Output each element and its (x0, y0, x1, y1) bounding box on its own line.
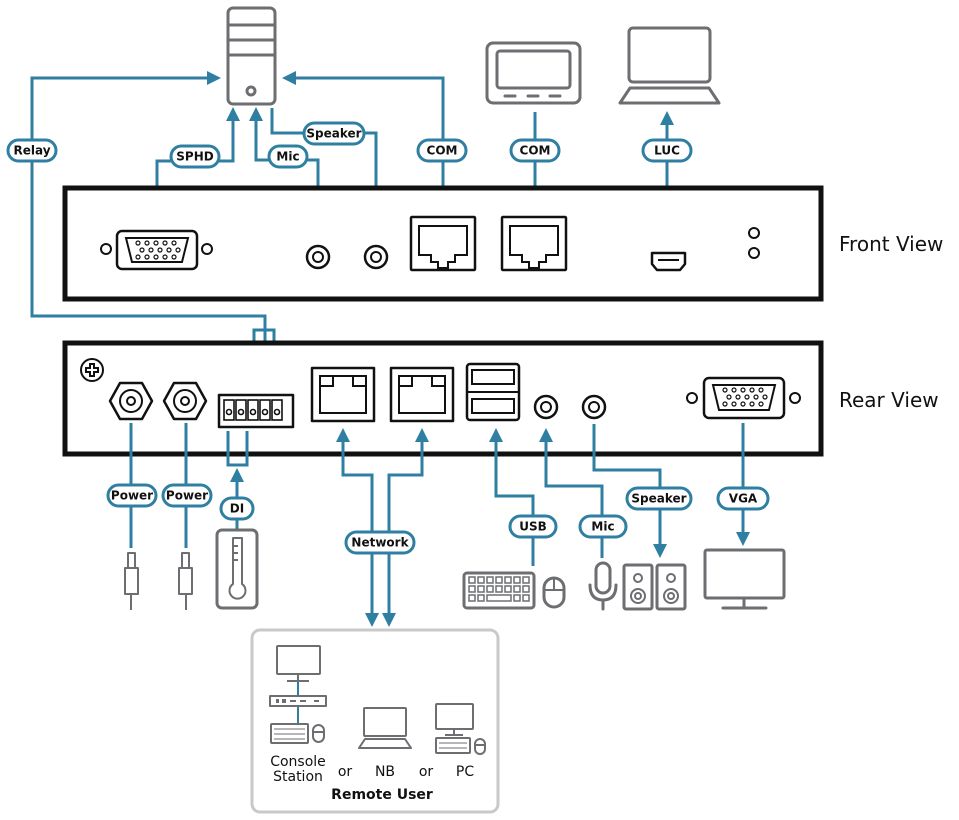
nb-label: NB (375, 764, 395, 780)
laptop-icon (618, 26, 721, 105)
or-separator-1: or (338, 764, 353, 780)
rear-mic-jack (533, 394, 559, 420)
svg-text:Mic: Mic (276, 150, 299, 164)
vga-wire (736, 423, 750, 546)
svg-text:Power: Power (166, 489, 208, 503)
front-sphd-port (100, 229, 213, 271)
svg-text:DI: DI (230, 502, 244, 516)
thermometer-icon (215, 528, 259, 610)
svg-text:USB: USB (519, 520, 547, 534)
rear-speaker-jack (581, 394, 607, 420)
relay-label: Relay (6, 138, 58, 163)
or-separator-2: or (419, 764, 434, 780)
rear-mic-label: Mic (578, 514, 628, 539)
network-label: Network (344, 530, 416, 555)
svg-text:VGA: VGA (729, 492, 758, 506)
front-luc-port (650, 251, 687, 272)
power-plug-icon (124, 552, 139, 610)
front-view-label: Front View (839, 232, 943, 256)
front-speaker-label: Speaker (302, 121, 366, 146)
monitor-icon (703, 548, 786, 610)
rear-network-port-1 (310, 366, 376, 423)
microphone-icon (588, 561, 618, 611)
svg-text:Speaker: Speaker (631, 492, 686, 506)
com-pc-wire (282, 71, 445, 208)
power-port-2 (162, 381, 208, 421)
serial-device-icon (485, 41, 582, 105)
luc-label: LUC (641, 138, 693, 163)
remote-user-title: Remote User (331, 787, 433, 803)
server-tower-icon (226, 6, 277, 106)
svg-text:Power: Power (111, 489, 153, 503)
pc-label: PC (456, 764, 474, 780)
vga-label: VGA (716, 486, 770, 511)
front-mic-jack (305, 244, 331, 270)
pc-icon (435, 703, 486, 755)
console-station-icon (269, 645, 327, 744)
svg-text:Speaker: Speaker (306, 127, 361, 141)
rear-usb-ports (465, 362, 521, 422)
speakers-icon (622, 563, 687, 611)
notebook-icon (358, 707, 412, 749)
power-2-label: Power (161, 483, 213, 508)
console-station-label-line2: Station (273, 769, 323, 785)
terminal-block (217, 393, 295, 429)
console-station-label-line1: Console (270, 754, 326, 770)
com-device-label: COM (509, 138, 561, 163)
network-wire (336, 428, 429, 627)
svg-text:Network: Network (351, 536, 409, 550)
svg-text:COM: COM (520, 144, 551, 158)
svg-text:Relay: Relay (13, 144, 50, 158)
svg-text:SPHD: SPHD (176, 150, 213, 164)
power-port-1 (108, 381, 154, 421)
front-led-indicators (748, 227, 760, 259)
front-mic-label: Mic (267, 144, 309, 169)
power-1-label: Power (106, 483, 158, 508)
svg-text:COM: COM (427, 144, 458, 158)
rear-view-label: Rear View (839, 388, 939, 412)
sphd-label: SPHD (169, 144, 221, 169)
front-com-port-1 (409, 215, 477, 272)
ground-screw-icon (80, 358, 104, 382)
di-label: DI (219, 496, 255, 521)
usb-label: USB (508, 514, 558, 539)
rear-network-port-2 (389, 366, 455, 423)
power-plug-icon (178, 552, 193, 610)
svg-text:LUC: LUC (654, 144, 680, 158)
rear-speaker-label: Speaker (625, 486, 693, 511)
front-speaker-jack (363, 244, 389, 270)
remote-user-box (250, 628, 500, 814)
com-pc-label: COM (416, 138, 468, 163)
keyboard-mouse-icon (462, 571, 566, 610)
rear-vga-port (686, 376, 801, 420)
front-com-port-2 (500, 215, 568, 272)
svg-text:Mic: Mic (591, 520, 614, 534)
